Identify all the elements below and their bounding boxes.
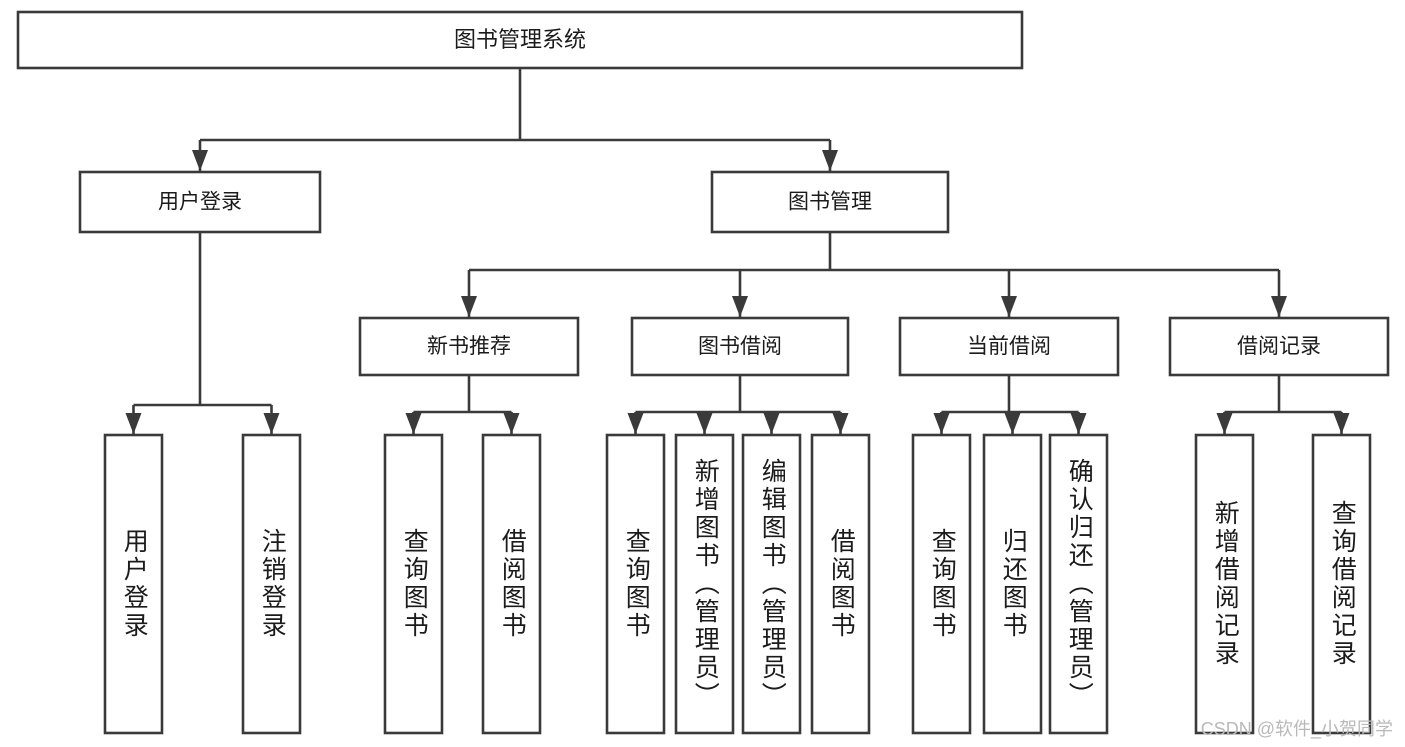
- node-leaf-borrow-book-2[interactable]: [810, 433, 871, 735]
- node-new-book-recommend-label: 新书推荐: [427, 335, 511, 358]
- arrow-head-icon: [732, 296, 748, 317]
- node-leaf-query-book-3[interactable]: [911, 433, 972, 735]
- node-leaf-edit-book[interactable]: [741, 433, 802, 735]
- arrow-head-icon: [627, 413, 644, 434]
- arrow-head-icon: [461, 296, 477, 317]
- node-current-borrow-label: 当前借阅: [967, 335, 1051, 358]
- arrow-head-icon: [832, 413, 849, 434]
- arrow-head-icon: [503, 413, 520, 434]
- arrow-head-icon: [1001, 296, 1017, 317]
- node-leaf-return-book[interactable]: [982, 433, 1043, 735]
- arrow-head-icon: [192, 150, 208, 171]
- node-borrow-record-label: 借阅记录: [1237, 335, 1321, 358]
- arrow-head-icon: [822, 150, 838, 171]
- arrow-head-icon: [696, 413, 713, 434]
- node-root-label: 图书管理系统: [454, 27, 586, 52]
- node-leaf-query-book-1[interactable]: [383, 433, 444, 735]
- arrow-head-icon: [1070, 413, 1087, 434]
- node-leaf-confirm-return[interactable]: [1048, 433, 1109, 735]
- arrow-head-icon: [1271, 296, 1287, 317]
- node-root[interactable]: [16, 10, 1024, 70]
- node-leaf-query-book-2[interactable]: [605, 433, 666, 735]
- connectors-layer: [125, 68, 1350, 434]
- node-book-management[interactable]: [710, 170, 950, 234]
- node-leaf-borrow-book-1[interactable]: [481, 433, 542, 735]
- node-user-login-label: 用户登录: [158, 191, 242, 214]
- arrow-head-icon: [263, 413, 280, 434]
- arrow-head-icon: [1333, 413, 1350, 434]
- node-new-book-recommend[interactable]: [358, 316, 580, 377]
- node-current-borrow[interactable]: [898, 316, 1120, 377]
- boxes-layer: [16, 10, 1390, 735]
- arrow-head-icon: [1216, 413, 1233, 434]
- arrow-head-icon: [125, 413, 142, 434]
- node-leaf-add-record[interactable]: [1194, 433, 1255, 735]
- node-borrow-record[interactable]: [1168, 316, 1390, 377]
- node-book-borrow-label: 图书借阅: [698, 335, 782, 358]
- node-leaf-add-book[interactable]: [674, 433, 735, 735]
- arrow-head-icon: [1004, 413, 1021, 434]
- arrow-head-icon: [763, 413, 780, 434]
- node-book-management-label: 图书管理: [788, 191, 872, 214]
- node-leaf-logout-login[interactable]: [241, 433, 302, 735]
- arrow-head-icon: [933, 413, 950, 434]
- arrow-head-icon: [405, 413, 422, 434]
- node-book-borrow[interactable]: [630, 316, 850, 377]
- node-leaf-query-record[interactable]: [1311, 433, 1372, 735]
- node-leaf-user-login[interactable]: [103, 433, 164, 735]
- node-user-login[interactable]: [78, 170, 322, 234]
